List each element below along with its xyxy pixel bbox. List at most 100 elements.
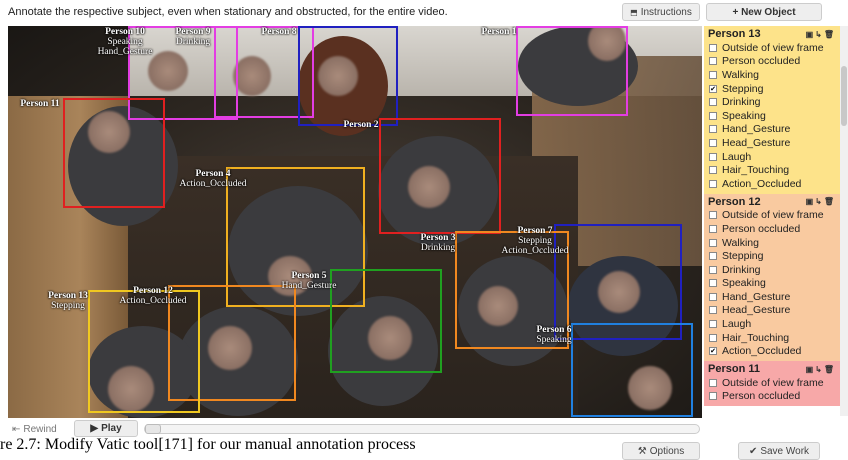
attribute-checkbox[interactable]: [709, 279, 717, 288]
blurred-face: [478, 286, 518, 326]
attribute-option[interactable]: Walking: [708, 68, 836, 82]
attribute-option[interactable]: Hair_Touching: [708, 331, 836, 345]
options-button[interactable]: ⚒Options: [622, 442, 700, 460]
bbox-person-13[interactable]: [88, 290, 200, 413]
image-icon[interactable]: ▣: [805, 29, 816, 39]
attribute-option[interactable]: Action_Occluded: [708, 177, 836, 191]
blurred-face: [268, 256, 312, 296]
attribute-option[interactable]: Laugh: [708, 150, 836, 164]
attribute-checkbox[interactable]: [709, 111, 717, 120]
attribute-option[interactable]: Outside of view frame: [708, 209, 836, 223]
attribute-option[interactable]: ✔Stepping: [708, 82, 836, 96]
attribute-checkbox[interactable]: [709, 138, 717, 147]
timeline-handle[interactable]: [145, 424, 161, 434]
attribute-checkbox[interactable]: [709, 211, 717, 220]
blurred-face: [233, 56, 271, 96]
attribute-option[interactable]: Outside of view frame: [708, 41, 836, 55]
attribute-checkbox[interactable]: [709, 166, 717, 175]
attribute-checkbox[interactable]: ✔: [709, 84, 717, 93]
instructions-text: Annotate the respective subject, even wh…: [8, 6, 448, 18]
attribute-checkbox[interactable]: [709, 125, 717, 134]
attribute-checkbox[interactable]: [709, 320, 717, 329]
attribute-option[interactable]: Hand_Gesture: [708, 123, 836, 137]
lock-icon[interactable]: ↳: [815, 29, 824, 39]
panel-scrollbar[interactable]: [840, 26, 848, 416]
rewind-button[interactable]: ⇤Rewind: [12, 424, 57, 435]
attribute-checkbox[interactable]: [709, 224, 717, 233]
bbox-person-3[interactable]: [379, 118, 501, 234]
attribute-option[interactable]: Speaking: [708, 109, 836, 123]
attribute-checkbox[interactable]: [709, 98, 717, 107]
attribute-option[interactable]: Person occluded: [708, 222, 836, 236]
trash-icon[interactable]: 🗑: [823, 197, 836, 207]
bbox-person-11[interactable]: [63, 98, 165, 208]
play-icon: ▶: [90, 423, 99, 434]
attribute-option[interactable]: Speaking: [708, 277, 836, 291]
attribute-checkbox[interactable]: [709, 306, 717, 315]
bbox-person-1[interactable]: [516, 26, 628, 116]
attribute-option[interactable]: Hand_Gesture: [708, 290, 836, 304]
attribute-option[interactable]: ✔Action_Occluded: [708, 344, 836, 358]
attribute-checkbox[interactable]: [709, 70, 717, 79]
attribute-option[interactable]: Head_Gesture: [708, 136, 836, 150]
attribute-checkbox[interactable]: [709, 333, 717, 342]
attribute-option[interactable]: Person occluded: [708, 390, 836, 404]
timeline-slider[interactable]: [144, 424, 700, 434]
image-icon[interactable]: ▣: [805, 197, 816, 207]
attribute-checkbox[interactable]: [709, 292, 717, 301]
attribute-option[interactable]: Outside of view frame: [708, 376, 836, 390]
attribute-option[interactable]: Laugh: [708, 317, 836, 331]
attribute-checkbox[interactable]: [709, 43, 717, 52]
attribute-option[interactable]: Drinking: [708, 95, 836, 109]
bbox-person-5[interactable]: [330, 269, 442, 373]
attribute-checkbox[interactable]: [709, 152, 717, 161]
play-button[interactable]: ▶Play: [74, 420, 138, 437]
blurred-face: [408, 166, 450, 208]
attribute-option[interactable]: Person occluded: [708, 55, 836, 69]
attribute-option[interactable]: Head_Gesture: [708, 304, 836, 318]
instructions-button[interactable]: ⬒ Instructions: [622, 3, 700, 21]
trash-icon[interactable]: 🗑: [823, 364, 836, 374]
attribute-option[interactable]: Walking: [708, 236, 836, 250]
scroll-thumb[interactable]: [841, 66, 847, 126]
blurred-face: [588, 26, 626, 61]
attribute-label: Stepping: [722, 250, 764, 263]
attribute-label: Head_Gesture: [722, 136, 791, 149]
attribute-checkbox[interactable]: [709, 265, 717, 274]
object-title: Person 12: [708, 195, 761, 208]
attribute-label: Speaking: [722, 109, 766, 122]
attribute-checkbox[interactable]: [709, 179, 717, 188]
trash-icon[interactable]: 🗑: [823, 29, 836, 39]
bbox-person-7-blue[interactable]: [554, 224, 682, 340]
save-work-button[interactable]: ✔Save Work: [738, 442, 820, 460]
bbox-person-10[interactable]: [128, 26, 238, 120]
new-object-button[interactable]: + New Object: [706, 3, 822, 21]
play-label: Play: [101, 423, 122, 434]
bbox-person-7[interactable]: [455, 231, 569, 349]
attribute-checkbox[interactable]: [709, 392, 717, 401]
bbox-person-8[interactable]: [214, 26, 314, 118]
attribute-checkbox[interactable]: [709, 238, 717, 247]
lock-icon[interactable]: ↳: [815, 197, 824, 207]
lock-icon[interactable]: ↳: [815, 364, 824, 374]
image-icon[interactable]: ▣: [805, 364, 816, 374]
attribute-label: Drinking: [722, 96, 761, 109]
attribute-checkbox[interactable]: ✔: [709, 347, 717, 356]
bbox-person-2-top[interactable]: [298, 26, 398, 126]
bbox-person-12[interactable]: [168, 285, 296, 401]
attribute-checkbox[interactable]: [709, 378, 717, 387]
attribute-checkbox[interactable]: [709, 57, 717, 66]
attribute-option[interactable]: Stepping: [708, 249, 836, 263]
bbox-person-6[interactable]: [571, 323, 693, 417]
attribute-option[interactable]: Hair_Touching: [708, 163, 836, 177]
blurred-face: [368, 316, 412, 360]
attribute-checkbox[interactable]: [709, 252, 717, 261]
attribute-option[interactable]: Drinking: [708, 263, 836, 277]
